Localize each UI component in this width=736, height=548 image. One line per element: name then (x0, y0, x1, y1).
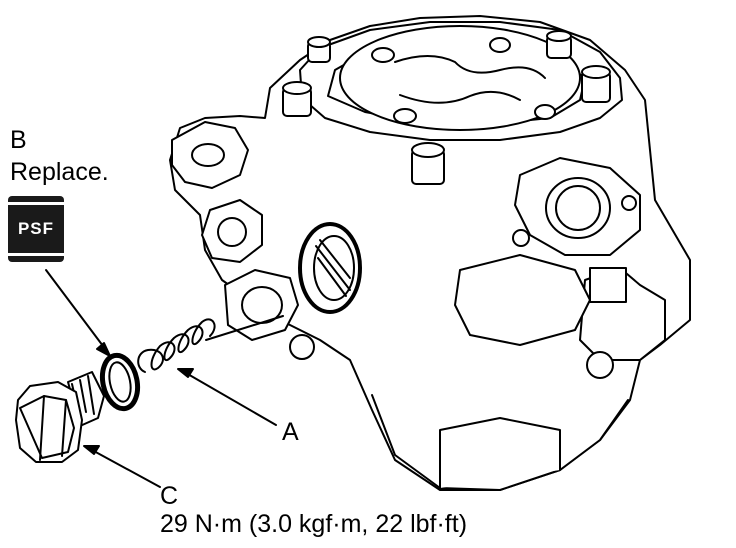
psf-fluid-badge: PSF (8, 196, 64, 262)
torque-spec: 29 N·m (3.0 kgf·m, 22 lbf·ft) (160, 510, 468, 538)
label-a: A (282, 418, 299, 446)
spring-a (137, 318, 216, 373)
label-c: C (160, 482, 179, 510)
badge-stripe-top (8, 202, 64, 205)
plug-c (15, 371, 105, 463)
psf-badge-text: PSF (17, 219, 55, 238)
label-b: B (10, 126, 27, 154)
leader-lines (45, 269, 284, 488)
cover-bolts (282, 30, 611, 185)
plug-bore (298, 222, 362, 314)
pump-housing (169, 15, 691, 491)
badge-stripe-bottom (8, 253, 64, 256)
o-ring-b (99, 352, 141, 412)
label-b-note: Replace. (10, 158, 109, 186)
